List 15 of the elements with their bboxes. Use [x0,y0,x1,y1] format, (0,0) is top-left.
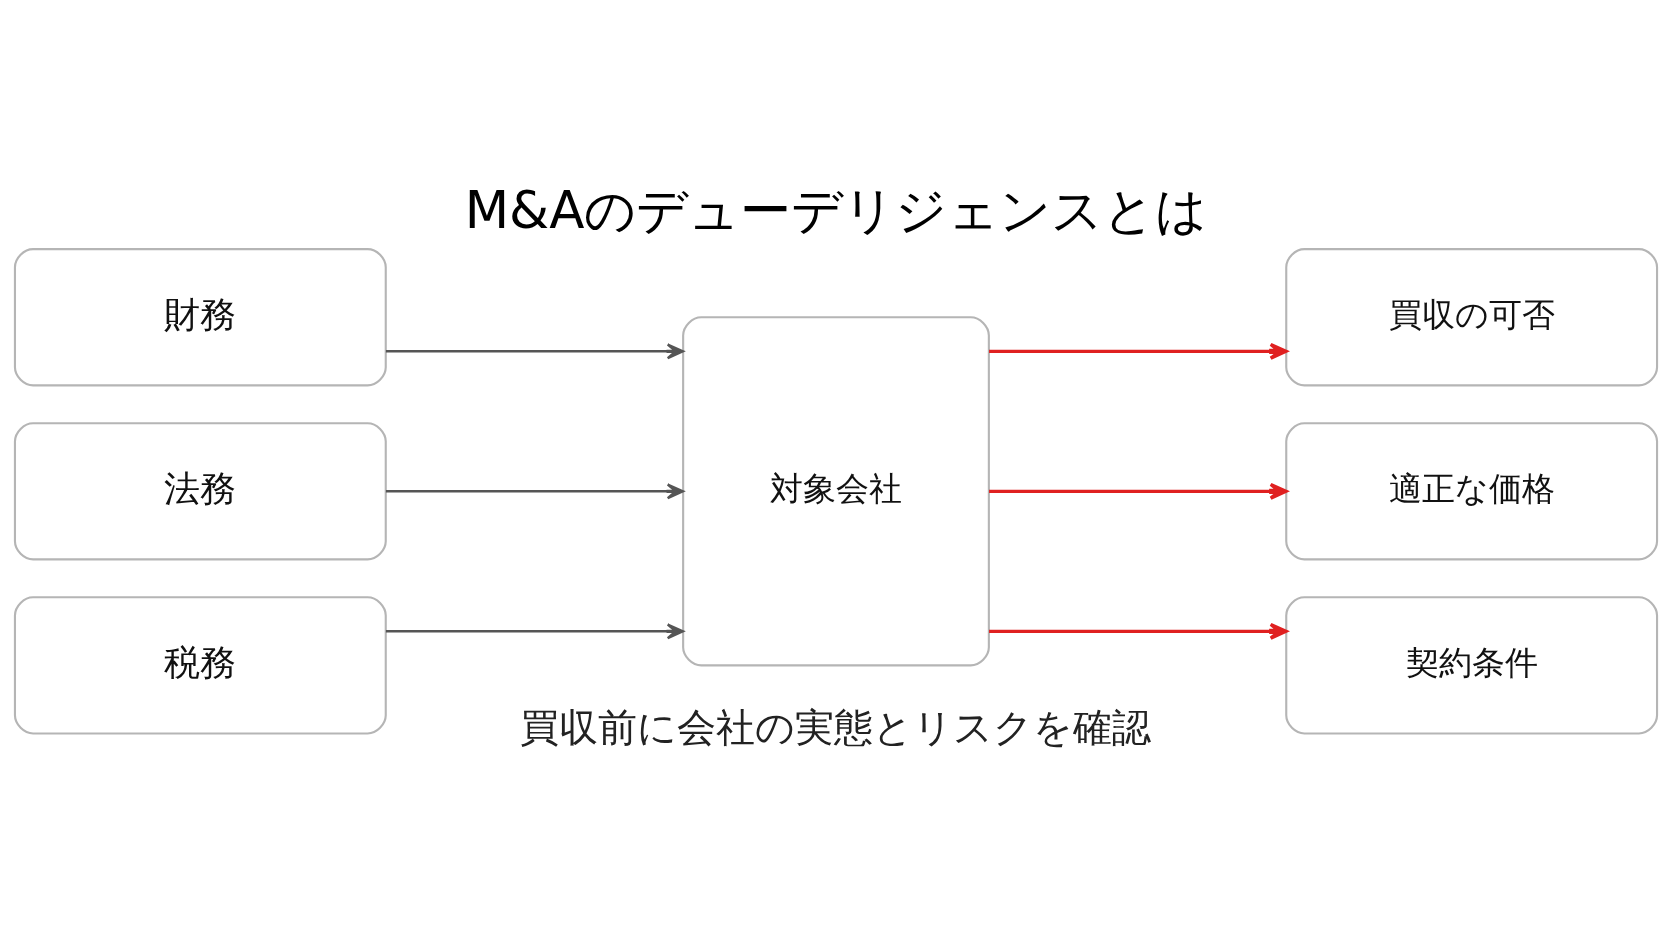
node-box: 財務 [13,248,387,387]
node-box: 適正な価格 [1285,422,1659,561]
node-box: 法務 [13,422,387,561]
node-box: 対象会社 [682,316,990,667]
node-box: 契約条件 [1285,596,1659,735]
arrow [989,342,1288,360]
arrow [385,343,685,360]
caption: 買収前に会社の実態とリスクを確認 [520,704,1152,751]
node-box: 買収の可否 [1285,248,1659,387]
arrow [989,622,1288,640]
arrow [385,623,685,640]
arrow [989,482,1288,500]
diagram-title: M&Aのデューデリジェンスとは [464,180,1208,241]
node-box: 税務 [13,596,387,735]
arrow [385,483,685,500]
